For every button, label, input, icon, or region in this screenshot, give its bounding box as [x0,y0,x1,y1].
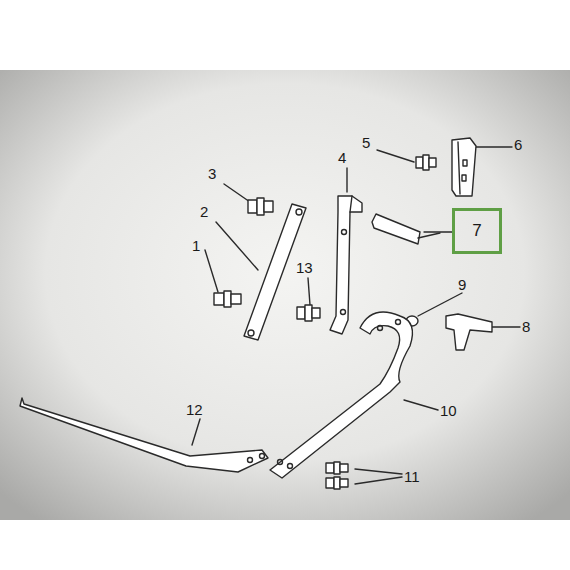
screen-photo [0,70,570,520]
callout-number: 2 [200,204,208,219]
callout-number: 3 [208,166,216,181]
callout-number: 7 [472,221,481,241]
callout-number: 5 [362,135,370,150]
callout-number: 10 [440,403,457,418]
callout-number: 6 [514,137,522,152]
callout-number: 9 [458,277,466,292]
callout-number: 12 [186,402,203,417]
callout-number: 8 [522,319,530,334]
callout-number: 4 [338,150,346,165]
callout-number: 13 [296,260,313,275]
callout-number: 1 [192,238,200,253]
highlight-box: 7 [452,208,502,254]
callout-number: 11 [404,469,420,484]
